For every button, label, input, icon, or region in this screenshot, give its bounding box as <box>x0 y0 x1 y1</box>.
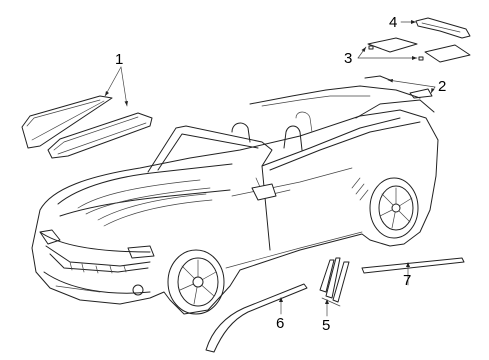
part-5-pillar-strips <box>319 257 350 307</box>
arrow-7 <box>406 262 410 267</box>
callout-7: 7 <box>403 272 412 289</box>
part-6-wheel-molding <box>205 283 308 353</box>
arrow-1a <box>105 91 109 96</box>
part-7-rocker-strip <box>361 257 465 274</box>
arrow-3a <box>361 47 366 52</box>
arrow-4 <box>411 20 416 24</box>
callout-1: 1 <box>115 51 124 68</box>
part-1-hood-stripes <box>21 95 153 159</box>
leader-1a <box>104 66 122 97</box>
callout-2: 2 <box>438 78 447 95</box>
arrow-6 <box>279 297 283 302</box>
arrow-2a <box>388 79 393 83</box>
leader-2a <box>387 79 436 88</box>
car-body <box>31 85 439 315</box>
part-4-spoiler-decal <box>415 17 471 39</box>
callout-4: 4 <box>389 14 398 31</box>
arrow-5 <box>325 299 329 304</box>
arrow-3b <box>412 56 417 60</box>
leader-1b <box>120 66 128 107</box>
callout-6: 6 <box>276 315 285 332</box>
arrow-1b <box>124 101 128 106</box>
arrow-2b <box>431 88 435 93</box>
callout-3: 3 <box>344 50 353 67</box>
callout-5: 5 <box>322 317 331 334</box>
part-2-trim-decals <box>364 75 433 99</box>
part-3-rear-decals <box>367 37 471 63</box>
